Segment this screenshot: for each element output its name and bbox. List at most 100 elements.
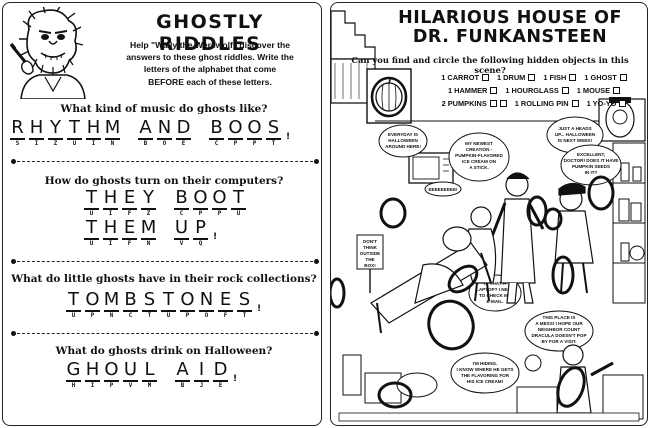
answer-char: U (174, 217, 189, 238)
checkbox[interactable] (613, 87, 621, 94)
checkbox[interactable] (619, 100, 627, 107)
code-letter: B (143, 140, 148, 147)
riddle-question: What do little ghosts have in their rock… (11, 273, 317, 285)
svg-text:DRACULA DOESN'T POP: DRACULA DOESN'T POP (531, 333, 586, 338)
code-letter: P (233, 140, 238, 147)
code-letter: N (109, 312, 114, 319)
code-letter: I (108, 210, 113, 217)
code-letter: F (223, 312, 228, 319)
checkbox[interactable] (561, 87, 569, 94)
blank-line (123, 310, 138, 312)
answer-char: A (176, 359, 189, 380)
checklist-item[interactable]: 1 MOUSE (577, 86, 621, 95)
checklist-item[interactable]: 2 PUMPKINS (442, 99, 507, 108)
checkbox[interactable] (499, 100, 507, 107)
svg-text:DOCTOR! DOES IT HAVE: DOCTOR! DOES IT HAVE (564, 158, 619, 163)
answer-char: U (123, 359, 138, 380)
blank-line (212, 208, 227, 210)
svg-text:THIS PLACE IS: THIS PLACE IS (543, 315, 576, 320)
code-letter: P (90, 312, 95, 319)
answer-char: O (247, 117, 262, 138)
checklist-item[interactable]: 1 HOURGLASS (505, 86, 569, 95)
checklist-item[interactable]: 1 ROLLING PIN (515, 99, 579, 108)
checklist-item[interactable]: 1 GHOST (584, 73, 627, 82)
checkbox[interactable] (490, 87, 498, 94)
checkbox[interactable] (619, 74, 627, 81)
checklist-item[interactable]: 1 HAMMER (448, 86, 498, 95)
code-letter: U (89, 240, 94, 247)
checkbox[interactable] (481, 74, 489, 81)
checklist-item[interactable]: 1 CARROT (441, 73, 489, 82)
checkbox[interactable] (489, 100, 497, 107)
svg-text:A MESS! I HOPE OUR: A MESS! I HOPE OUR (535, 321, 583, 326)
checklist-item[interactable]: 1 DRUM (497, 73, 536, 82)
lab-scene-illustration: EVERYDAY IS HALLOWEEN AROUND HERE! MY NE… (331, 10, 646, 422)
blank-line (193, 208, 208, 210)
svg-text:E-MAIL.: E-MAIL. (486, 299, 503, 304)
blank-line (141, 208, 156, 210)
checkbox[interactable] (571, 100, 579, 107)
checkbox[interactable] (528, 74, 536, 81)
checklist-label: 1 CARROT (441, 73, 479, 82)
blank-line (48, 138, 63, 140)
code-letter: M (147, 382, 152, 389)
checklist-item[interactable]: 1 YO-YO (587, 99, 627, 108)
exclamation-mark: ! (233, 373, 238, 384)
code-letter: I (90, 382, 95, 389)
checklist-item[interactable]: 1 FISH (543, 73, 577, 82)
answer-char: B (210, 117, 223, 138)
answer-char: S (267, 117, 280, 138)
checkbox[interactable] (569, 74, 577, 81)
